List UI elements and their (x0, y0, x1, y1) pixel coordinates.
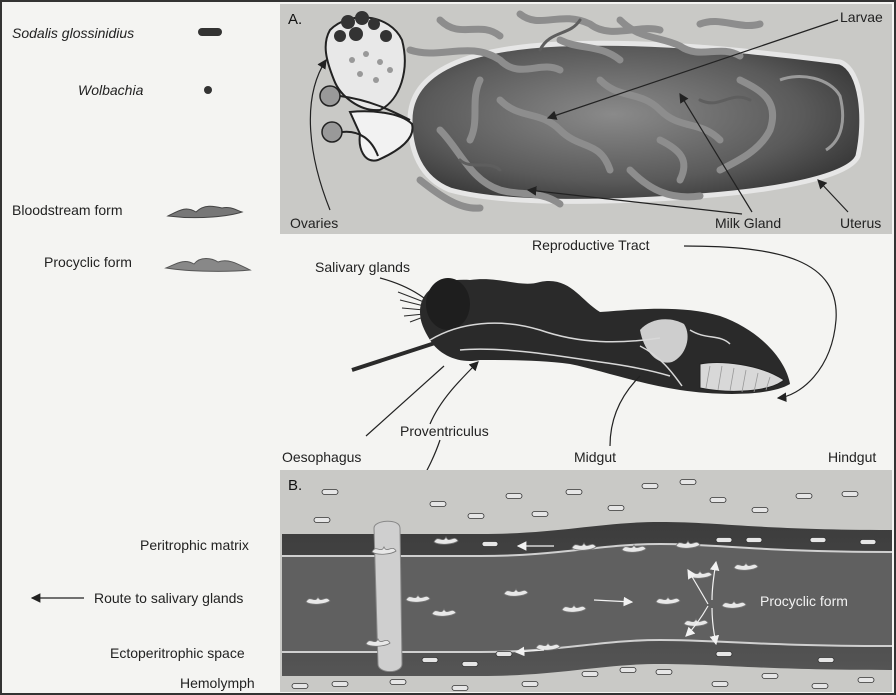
label-route: Route to salivary glands (94, 590, 243, 606)
proventriculus-tube (374, 521, 402, 671)
legend-wolbachia-label: Wolbachia (78, 82, 144, 98)
label-larvae: Larvae (840, 9, 883, 25)
label-proventriculus: Proventriculus (400, 423, 489, 439)
legend: Sodalis glossinidius Wolbachia Bloodstre… (12, 25, 250, 271)
panel-a-letter: A. (288, 11, 302, 28)
label-reproductive-tract: Reproductive Tract (532, 237, 650, 253)
panel-b-letter: B. (288, 477, 302, 494)
bloodstream-symbol (168, 206, 242, 217)
legend-bloodstream-label: Bloodstream form (12, 202, 122, 218)
label-procyclic-form: Procyclic form (760, 593, 848, 609)
label-milk-gland: Milk Gland (715, 215, 781, 231)
label-uterus: Uterus (840, 215, 881, 231)
fly-body (352, 278, 790, 394)
legend-sodalis-label: Sodalis glossinidius (12, 25, 134, 41)
label-ectoperitrophic-space: Ectoperitrophic space (110, 645, 245, 661)
label-peritrophic-matrix: Peritrophic matrix (140, 537, 249, 553)
legend-procyclic-label: Procyclic form (44, 254, 132, 270)
label-salivary-glands: Salivary glands (315, 259, 410, 275)
procyclic-symbol (166, 259, 250, 272)
panel-b-labels: Peritrophic matrix Route to salivary gla… (32, 537, 255, 691)
panel-b: B. (280, 470, 892, 692)
label-oesophagus: Oesophagus (282, 449, 361, 465)
pointer-midgut (610, 376, 640, 446)
wolbachia-symbol (204, 86, 212, 94)
label-hemolymph: Hemolymph (180, 675, 255, 691)
sodalis-symbol (198, 28, 222, 36)
label-ovaries: Ovaries (290, 215, 338, 231)
label-hindgut: Hindgut (828, 449, 876, 465)
panel-a: A. (280, 4, 892, 234)
label-midgut: Midgut (574, 449, 616, 465)
proboscis (352, 342, 438, 370)
